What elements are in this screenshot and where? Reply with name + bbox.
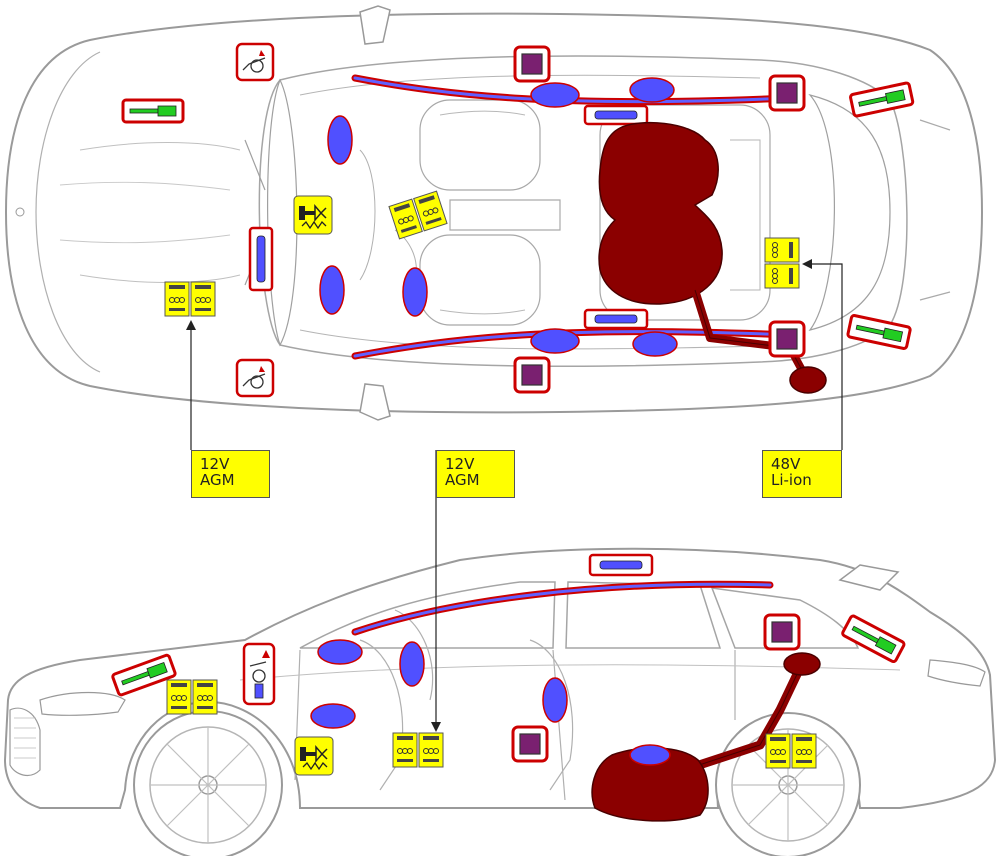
- car-side-view: [3, 547, 997, 856]
- airbag-side-rear-right: [632, 331, 678, 357]
- airbag-inflator-top-right: [583, 308, 649, 330]
- airbag-passenger-side: [399, 641, 425, 687]
- airbag-inflator-dashboard: [248, 226, 274, 292]
- label-front-battery-voltage: 12V: [200, 455, 230, 473]
- label-rear-battery-voltage: 48V: [771, 455, 801, 473]
- seatbelt-pretensioner-top-2: [768, 74, 806, 112]
- fuel-tank-side: [591, 747, 709, 822]
- control-unit-side: [294, 736, 334, 776]
- label-rear-battery: 48V Li-ion: [762, 450, 842, 498]
- car-top-view: [4, 5, 984, 421]
- airbag-steering-top: [327, 115, 353, 165]
- airbag-side-front-left: [530, 82, 580, 108]
- airbag-fuel-tank-side: [629, 744, 671, 766]
- label-cabin-battery-voltage: 12V: [445, 455, 475, 473]
- airbag-steering-side: [317, 639, 363, 665]
- control-unit-top: [293, 195, 333, 235]
- mirror-top-right: [359, 383, 391, 421]
- airbag-passenger-top: [319, 265, 345, 315]
- seatbelt-pretensioner-side-1: [763, 613, 801, 651]
- airbag-side-front-right: [530, 328, 580, 354]
- hood-lifter-side: [242, 642, 276, 706]
- seatbelt-pretensioner-top-3: [513, 356, 551, 394]
- front-wheel: [133, 710, 283, 856]
- fuel-filler-cap-side: [783, 652, 821, 676]
- airbag-inflator-side-roof: [588, 553, 654, 577]
- fuel-filler-cap-top: [789, 366, 827, 394]
- seatbelt-pretensioner-top-1: [513, 45, 551, 83]
- seatbelt-pretensioner-side-2: [511, 725, 549, 763]
- gas-strut-hood-top: [121, 98, 185, 124]
- arrow-rear-battery: [804, 263, 843, 450]
- label-cabin-battery-type: AGM: [445, 471, 480, 489]
- hood-lifter-top-left: [235, 42, 275, 82]
- hood-lifter-top-right: [235, 358, 275, 398]
- label-front-battery: 12V AGM: [191, 450, 270, 498]
- car-top-body-outline: [4, 12, 984, 414]
- airbag-knee-top: [402, 267, 428, 317]
- label-rear-battery-type: Li-ion: [771, 471, 812, 489]
- seatbelt-pretensioner-top-4: [768, 320, 806, 358]
- airbag-seat-side: [542, 677, 568, 723]
- airbag-inflator-top-left: [583, 104, 649, 126]
- label-front-battery-type: AGM: [200, 471, 235, 489]
- airbag-side-rear-left: [629, 77, 675, 103]
- fuel-tank-top: [598, 121, 723, 305]
- mirror-top-left: [359, 5, 391, 45]
- label-cabin-battery: 12V AGM: [436, 450, 515, 498]
- airbag-knee-side: [310, 703, 356, 729]
